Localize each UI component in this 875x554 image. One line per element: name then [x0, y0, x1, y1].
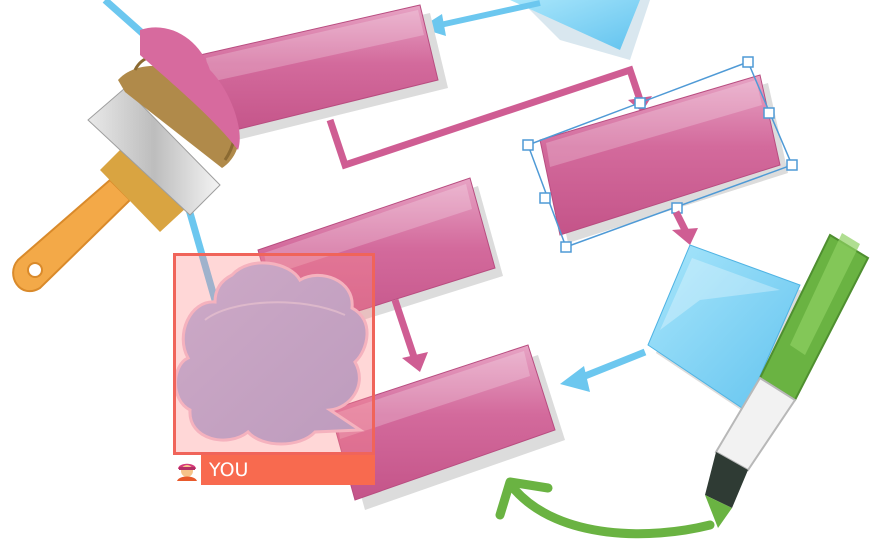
collaborator-selection-box: [173, 253, 375, 455]
paint-brush-icon: [13, 27, 240, 291]
collaborator-tag: YOU: [173, 455, 375, 485]
pink-connector-2: [672, 212, 698, 245]
selected-process-shape[interactable]: [523, 57, 797, 252]
decision-shape-top[interactable]: [510, 0, 650, 60]
user-avatar-icon: [173, 455, 201, 485]
right-blue-arrow: [560, 352, 645, 392]
collaborator-name-label: YOU: [201, 455, 375, 485]
green-curved-arrow: [500, 482, 710, 534]
top-blue-arrow: [420, 3, 540, 36]
pink-connector-3: [395, 300, 428, 372]
